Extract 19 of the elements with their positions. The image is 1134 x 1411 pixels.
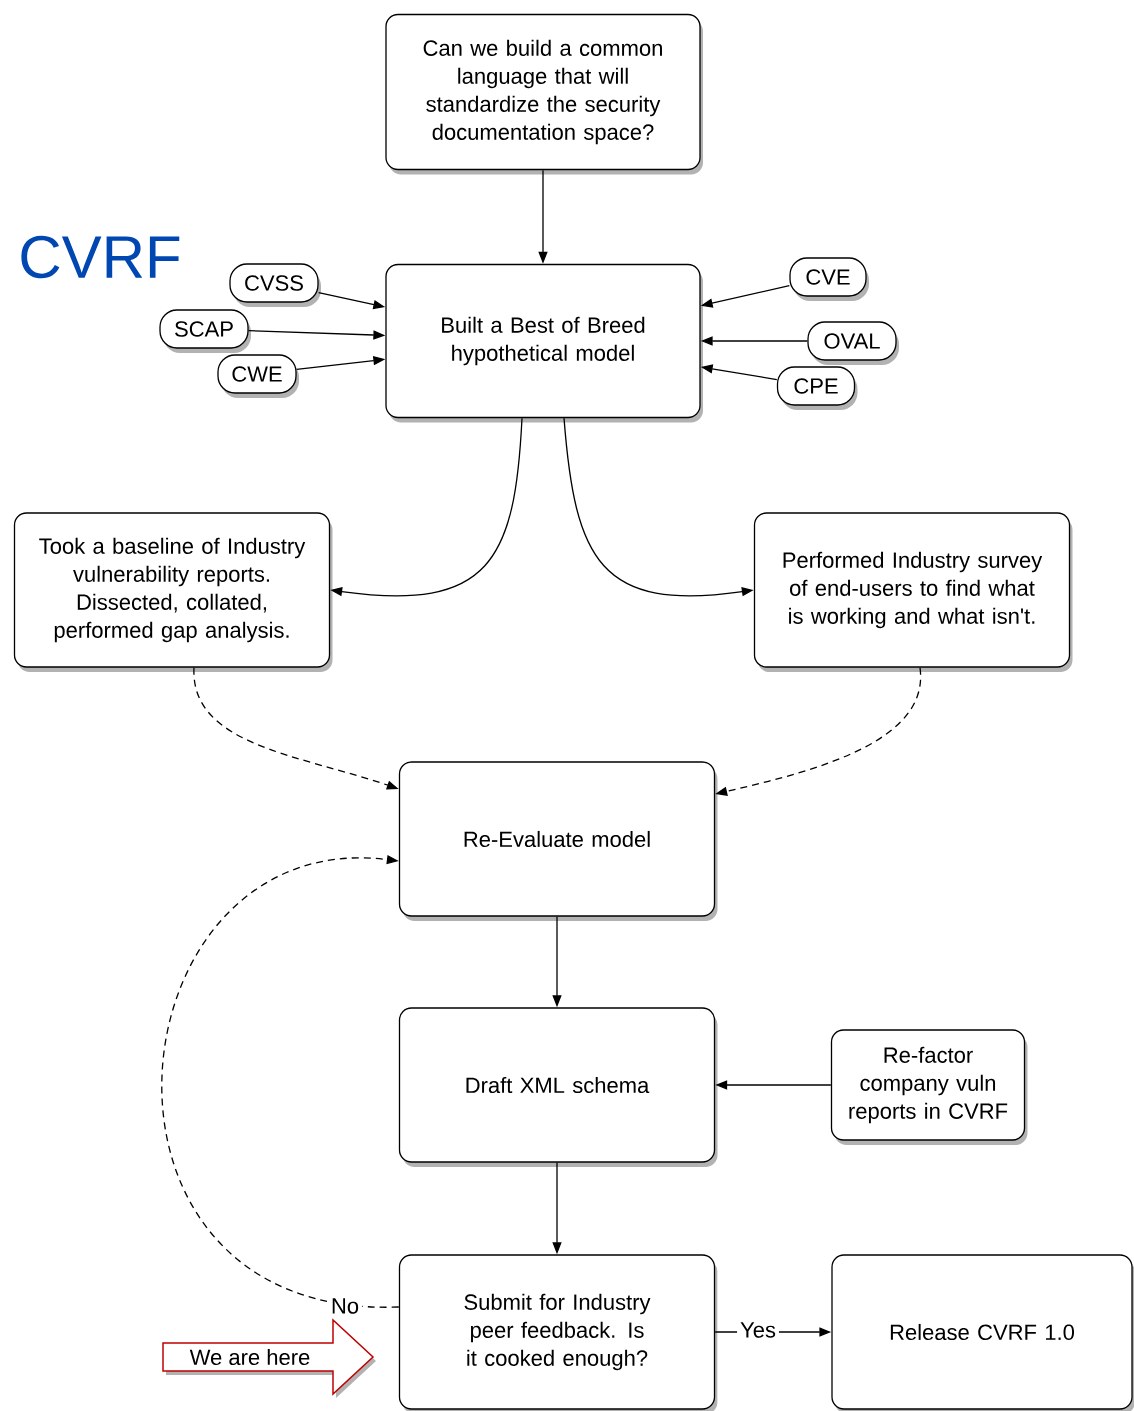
- process-box: Took a baseline of Industry vulnerability reports. Dissected, collated, performed gap analysis.: [13, 512, 333, 672]
- process-box: Re-factor company vuln reports in CVRF: [830, 1029, 1028, 1145]
- edge-label: Yes: [737, 1319, 779, 1341]
- process-box: Performed Industry survey of end-users to find what is working and what isn't.: [753, 512, 1073, 672]
- edge-label: No: [327, 1295, 363, 1317]
- rounded-tag: CPE: [776, 366, 858, 410]
- process-box: Draft XML schema: [398, 1007, 718, 1167]
- title: CVRF: [21, 235, 180, 279]
- rounded-tag: CVSS: [229, 263, 321, 307]
- process-box: Can we build a common language that will standardize the security documentation space?: [385, 13, 703, 175]
- rounded-tag: CVE: [789, 257, 869, 301]
- rounded-tag: SCAP: [159, 309, 251, 353]
- rounded-tag: CWE: [217, 354, 299, 398]
- dashed-arrow: [161, 854, 400, 1308]
- process-box: Submit for Industry peer feedback. Is it cooked enough?: [398, 1254, 718, 1411]
- process-box: Re-Evaluate model: [398, 761, 718, 921]
- rounded-tag: OVAL: [807, 321, 899, 365]
- process-box: Release CVRF 1.0: [831, 1254, 1134, 1411]
- process-box: Built a Best of Breed hypothetical model: [385, 263, 703, 423]
